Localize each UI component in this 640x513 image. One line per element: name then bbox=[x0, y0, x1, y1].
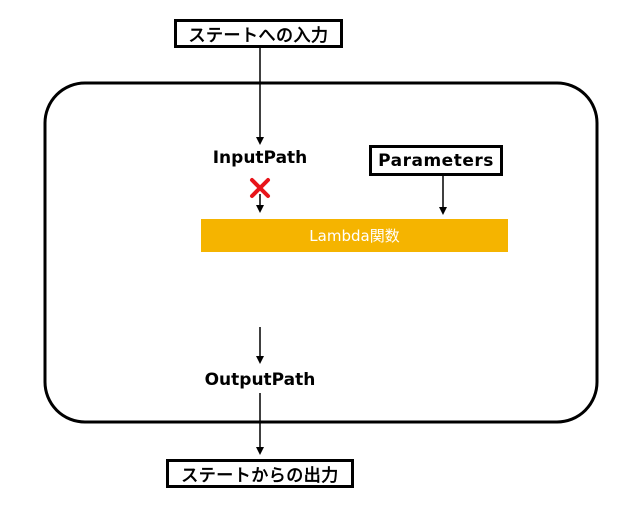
lambda-bar-fill bbox=[201, 219, 508, 252]
outputpath-label: OutputPath bbox=[204, 370, 316, 390]
state-input-label: ステートへの入力 bbox=[174, 19, 343, 48]
state-output-label: ステートからの出力 bbox=[166, 459, 354, 488]
cross-icon bbox=[250, 178, 270, 198]
parameters-label: Parameters bbox=[369, 145, 503, 176]
state-container bbox=[43, 81, 599, 424]
lambda-function-label: Lambda関数 bbox=[309, 227, 400, 245]
inputpath-label: InputPath bbox=[212, 148, 308, 168]
